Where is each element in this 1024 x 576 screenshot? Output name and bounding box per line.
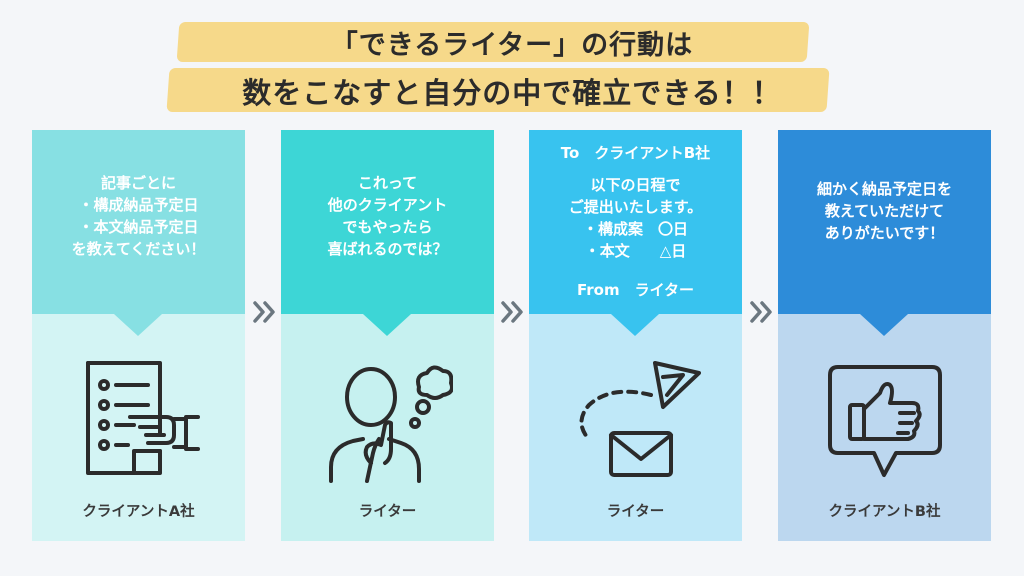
card-icon-panel [529, 314, 742, 541]
card-caption: ライター [358, 504, 417, 520]
title-line-2: 数をこなすと自分の中で確立できる！！ [242, 76, 782, 110]
title-line-1: 「できるライター」の行動は [330, 30, 694, 61]
message-line: 喜ばれるのでは？ [327, 240, 448, 258]
step-card-client-b: 細かく納品予定日を 教えていただけて ありがたいです！ クライアントB社 [778, 130, 991, 541]
card-icon-panel [281, 314, 494, 541]
card-message-panel: To クライアントB社 以下の日程で ご提出いたします。 ・構成案 〇日 ・本文… [529, 130, 742, 314]
message-line: 記事ごとに [100, 174, 176, 192]
step-card-writer-email: To クライアントB社 以下の日程で ご提出いたします。 ・構成案 〇日 ・本文… [529, 130, 742, 541]
message-line: ・構成納品予定日 [78, 196, 199, 214]
thinking-person-icon [281, 355, 494, 495]
step-card-writer-thinking: これって 他のクライアント でもやったら 喜ばれるのでは？ ライター [281, 130, 494, 541]
card-notch [611, 314, 659, 336]
chevron-right-icon [250, 297, 280, 327]
message-line: でもやったら [342, 218, 433, 236]
card-caption: クライアントB社 [828, 504, 941, 520]
message-line: これって [357, 174, 418, 192]
message-line: ご提出いたします。 [568, 198, 703, 216]
chevron-right-icon [498, 297, 528, 327]
chevron-right-icon [747, 297, 777, 327]
card-notch [114, 314, 162, 336]
title-banner: 「できるライター」の行動は 数をこなすと自分の中で確立できる！！ [0, 0, 1024, 125]
message-line: 細かく納品予定日を [816, 180, 952, 198]
message-line: ・構成案 〇日 [582, 220, 688, 238]
paper-plane-mail-icon [529, 355, 742, 495]
document-hand-icon [32, 355, 245, 495]
card-icon-panel [778, 314, 991, 541]
card-message-panel: これって 他のクライアント でもやったら 喜ばれるのでは？ [281, 130, 494, 314]
message-line: ・本文納品予定日 [78, 218, 199, 236]
message-line: を教えてください！ [71, 240, 206, 258]
card-caption: ライター [606, 504, 665, 520]
email-to-line: To クライアントB社 [560, 144, 711, 162]
message-line: ・本文 △日 [584, 242, 687, 260]
card-message-panel: 細かく納品予定日を 教えていただけて ありがたいです！ [778, 130, 991, 314]
message-line: 以下の日程で [590, 176, 681, 194]
message-line: 他のクライアント [327, 196, 448, 214]
step-card-client-a: 記事ごとに ・構成納品予定日 ・本文納品予定日 を教えてください！ クライアント… [32, 130, 245, 541]
message-line: ありがたいです！ [824, 224, 945, 242]
card-notch [363, 314, 411, 336]
card-message-panel: 記事ごとに ・構成納品予定日 ・本文納品予定日 を教えてください！ [32, 130, 245, 314]
message-line: 教えていただけて [824, 202, 945, 220]
email-from-line: From ライター [576, 281, 695, 299]
card-notch [860, 314, 908, 336]
card-caption: クライアントA社 [82, 504, 195, 520]
thumbs-up-bubble-icon [778, 355, 991, 495]
